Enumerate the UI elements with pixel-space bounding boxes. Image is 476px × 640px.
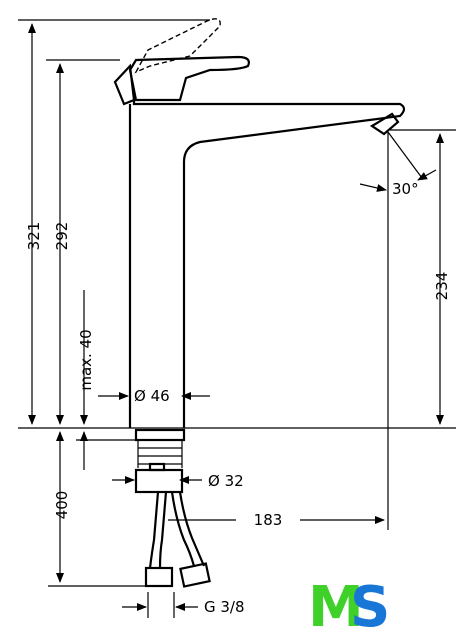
shank-thread [137, 440, 183, 468]
angle-arrow-right [417, 169, 437, 181]
hose-left [148, 491, 168, 569]
hose-nut-left [144, 566, 174, 588]
lever-cap [113, 63, 136, 106]
mount-nut [134, 468, 184, 494]
logo-s: S [350, 575, 390, 640]
label-max-40: max. 40 [77, 329, 95, 390]
label-183: 183 [254, 511, 283, 529]
shank-top [134, 428, 186, 442]
logo-m: M [308, 575, 364, 640]
hose-right [170, 491, 206, 567]
lever-open-outline [134, 18, 221, 74]
aerator [369, 112, 400, 136]
label-292: 292 [53, 222, 71, 251]
label-thread: G 3/8 [204, 598, 245, 616]
label-angle: 30° [392, 180, 419, 198]
label-400: 400 [53, 491, 71, 520]
hose-nut-right [179, 562, 211, 588]
label-diameter-32: Ø 32 [208, 472, 244, 490]
label-diameter-46: Ø 46 [134, 387, 170, 405]
angle-line [387, 131, 423, 179]
label-321: 321 [25, 222, 43, 251]
faucet-body [128, 100, 406, 428]
angle-arrow-left [359, 183, 387, 192]
label-234: 234 [433, 272, 451, 301]
ms-logo: M S [308, 575, 390, 640]
lever [128, 55, 250, 102]
mount-nut-tab [148, 462, 166, 472]
